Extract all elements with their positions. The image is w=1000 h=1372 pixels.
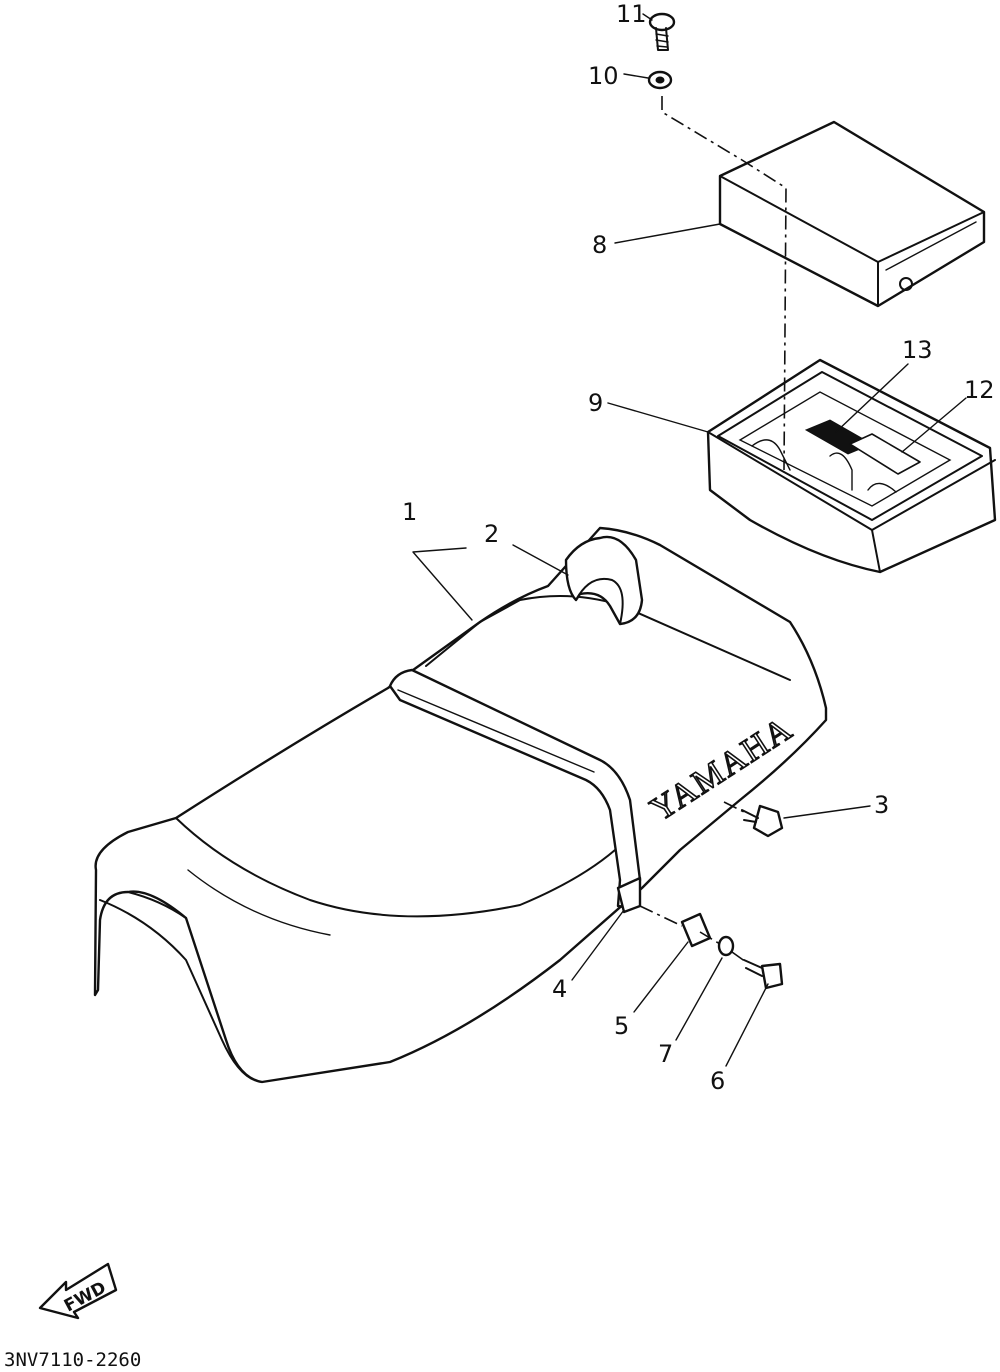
drawing-code: 3NV7110-2260 (4, 1349, 141, 1371)
clip-nut-part-5 (680, 912, 712, 948)
callout-12: 12 (964, 376, 995, 404)
bolt-part-6 (743, 959, 784, 990)
callout-5: 5 (614, 1012, 629, 1040)
forward-arrow-icon: FWD (38, 1262, 118, 1320)
callout-7: 7 (658, 1040, 673, 1068)
callout-11: 11 (616, 0, 647, 28)
callout-6: 6 (710, 1067, 725, 1095)
seat: YAMAHA (93, 526, 828, 1084)
leader-lines (412, 13, 967, 1067)
callout-1: 1 (402, 498, 417, 526)
storage-lid (718, 120, 986, 308)
washer-part-7 (717, 935, 735, 957)
callout-10: 10 (588, 62, 619, 90)
screw-part-11 (648, 12, 676, 51)
bolt-part-3 (741, 804, 784, 838)
callout-13: 13 (902, 336, 933, 364)
callouts: 11 10 8 13 12 9 1 2 3 4 5 7 6 (402, 0, 995, 1095)
callout-9: 9 (588, 389, 603, 417)
storage-tray (706, 358, 997, 574)
callout-4: 4 (552, 975, 567, 1003)
callout-2: 2 (484, 520, 499, 548)
grommet-part-10 (647, 70, 673, 90)
callout-3: 3 (874, 791, 889, 819)
callout-8: 8 (592, 231, 607, 259)
